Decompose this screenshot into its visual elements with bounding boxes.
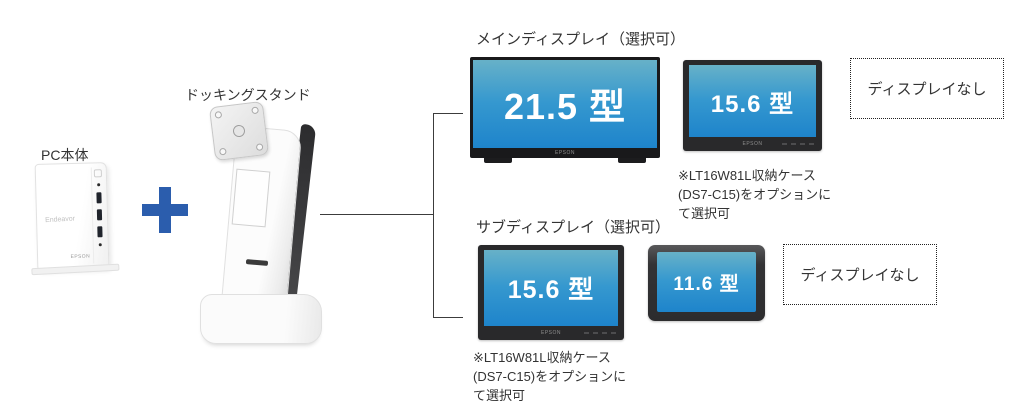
sub-no-display-option: ディスプレイなし	[783, 244, 937, 305]
monitor-size-label: 11.6 型	[673, 273, 740, 295]
connector-line-vertical	[433, 113, 434, 318]
pc-stand-base	[31, 263, 120, 276]
connector-branch-main	[433, 113, 463, 114]
epson-logo: EPSON	[540, 330, 561, 336]
monitor-bezel: 15.6 型 EPSON	[478, 245, 624, 340]
plus-vertical-bar	[159, 187, 171, 233]
vesa-screw-hole	[218, 147, 227, 156]
monitor-size-label: 15.6 型	[507, 276, 595, 304]
pc-power-button-icon	[93, 169, 102, 178]
pc-led-icon	[96, 183, 100, 187]
pc-body: Endeavor EPSON	[31, 162, 120, 276]
pc-usb-port-icon	[96, 209, 102, 221]
epson-logo: EPSON	[742, 141, 763, 147]
stand-bracket	[231, 168, 271, 228]
pc-unit-image: Endeavor EPSON	[31, 162, 120, 276]
monitor-foot	[484, 158, 512, 163]
epson-logo: EPSON	[554, 150, 575, 156]
monitor-screen: 21.5 型	[473, 60, 657, 148]
sub-display-note: ※LT16W81L収納ケース (DS7-C15)をオプションに て選択可	[473, 350, 627, 403]
monitor-screen: 11.6 型	[657, 252, 756, 312]
vesa-screw-hole	[251, 106, 260, 115]
monitor-feet	[470, 158, 660, 163]
monitor-chin: EPSON	[689, 137, 816, 151]
monitor-11-6-inch: 11.6 型	[648, 245, 765, 321]
docking-stand-image	[194, 100, 326, 348]
main-no-display-option: ディスプレイなし	[850, 58, 1004, 119]
pc-port-panel	[90, 167, 107, 264]
vesa-screw-hole	[255, 143, 264, 152]
connector-branch-sub	[433, 317, 463, 318]
monitor-chin: EPSON	[473, 148, 657, 158]
monitor-control-buttons-icon	[782, 143, 814, 145]
main-display-note: ※LT16W81L収納ケース (DS7-C15)をオプションに て選択可	[678, 168, 832, 221]
monitor-foot	[618, 158, 646, 163]
monitor-15-6-inch-main: 15.6 型 EPSON	[683, 60, 822, 151]
vesa-mount-icon	[208, 100, 270, 162]
pc-usb-port-icon	[95, 192, 102, 204]
main-display-title: メインディスプレイ（選択可）	[476, 31, 685, 48]
pc-label: PC本体	[41, 147, 89, 163]
no-display-label: ディスプレイなし	[867, 81, 987, 98]
stand-base	[200, 294, 322, 344]
vesa-screw-hole	[214, 110, 223, 119]
connector-line-horizontal	[320, 214, 433, 215]
vesa-center-hub	[232, 124, 246, 138]
monitor-screen: 15.6 型	[484, 250, 618, 326]
monitor-screen: 15.6 型	[689, 65, 816, 137]
monitor-21-5-inch: 21.5 型 EPSON	[470, 57, 660, 163]
plus-icon	[142, 187, 188, 233]
monitor-control-buttons-icon	[584, 332, 616, 334]
monitor-size-label: 21.5 型	[503, 86, 627, 127]
no-display-label: ディスプレイなし	[800, 267, 920, 284]
monitor-15-6-inch-sub: 15.6 型 EPSON	[478, 245, 624, 340]
pc-epson-logo: EPSON	[70, 253, 91, 261]
sub-display-title: サブディスプレイ（選択可）	[476, 219, 670, 236]
monitor-chin: EPSON	[484, 326, 618, 340]
pc-usb-port-icon	[96, 226, 103, 238]
pc-audio-jack-icon	[98, 243, 102, 247]
monitor-bezel: 21.5 型 EPSON	[470, 57, 660, 158]
pc-brand-text: Endeavor	[44, 215, 76, 225]
monitor-bezel: 15.6 型 EPSON	[683, 60, 822, 151]
monitor-size-label: 15.6 型	[710, 90, 795, 118]
dock-label: ドッキングスタンド	[185, 87, 311, 103]
